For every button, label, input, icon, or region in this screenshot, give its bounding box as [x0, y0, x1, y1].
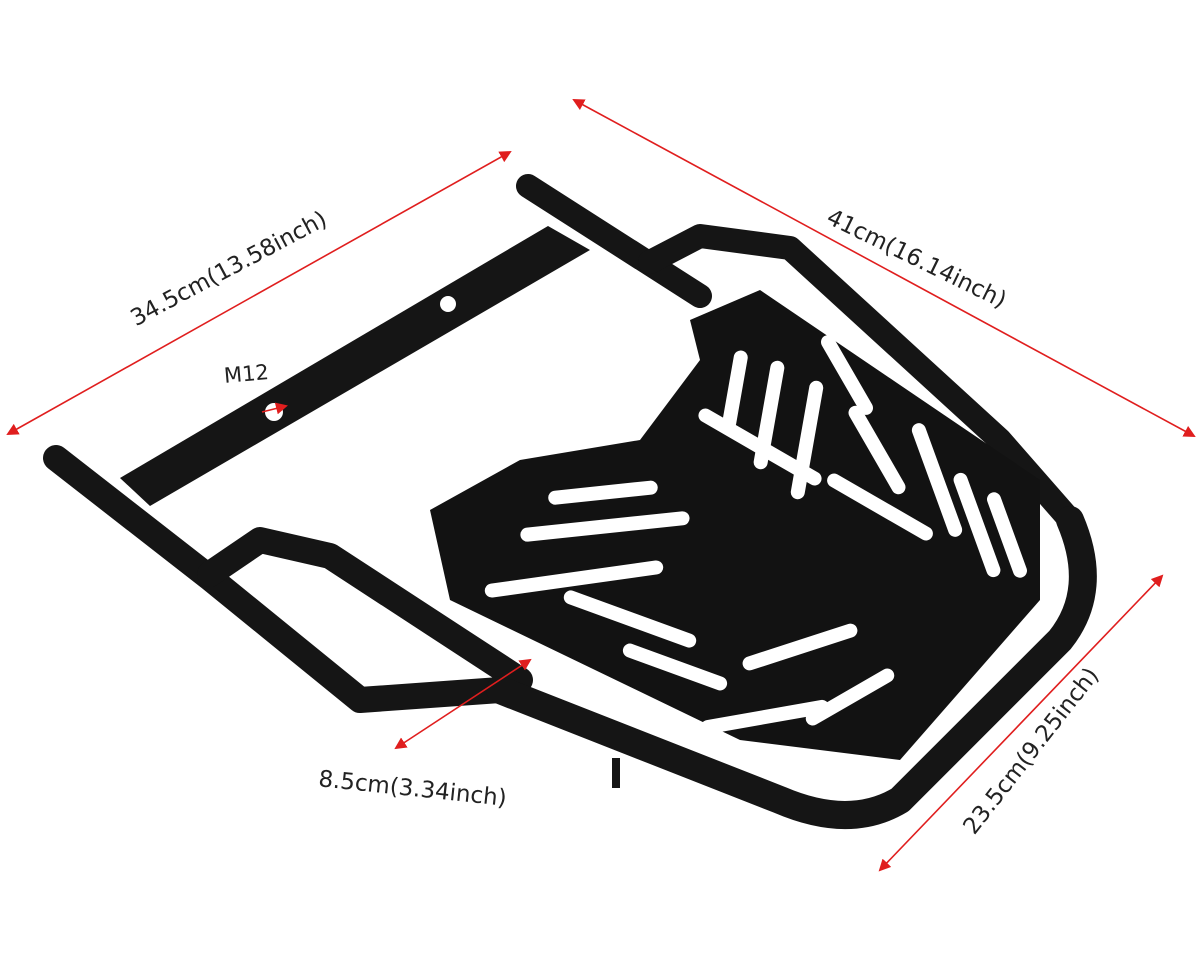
- label-bolt-size: M12: [222, 360, 270, 388]
- arrow-length-top: [572, 99, 1196, 437]
- arrow-m12: [261, 402, 288, 415]
- arrow-length-left: [6, 151, 512, 435]
- bottom-bolt: [612, 758, 620, 788]
- arrow-depth: [878, 574, 1164, 872]
- arrow-height: [394, 658, 532, 750]
- plate-hole-upper: [440, 296, 456, 312]
- plate-hole-lower: [265, 403, 283, 421]
- platform-slots: [484, 335, 1027, 735]
- dimension-arrows: [6, 99, 1196, 872]
